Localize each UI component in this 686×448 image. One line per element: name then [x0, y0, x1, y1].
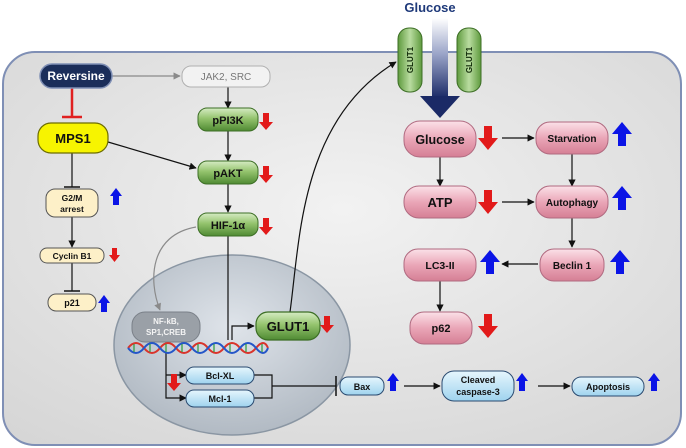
node-apoptosis: Apoptosis — [571, 376, 645, 397]
glut1-transporter-right: GLUT1 — [456, 27, 482, 93]
node-autophagy: Autophagy — [535, 185, 609, 219]
edge-hif1a-nfkb — [153, 226, 197, 311]
up-arrow-icon — [110, 188, 122, 205]
autophagy-label: Autophagy — [546, 198, 599, 209]
ppi3k-label: pPI3K — [212, 115, 243, 127]
node-beclin1: Beclin 1 — [539, 248, 605, 282]
pakt-label: pAKT — [213, 168, 243, 180]
down-arrow-icon — [478, 314, 498, 338]
down-arrow-icon — [320, 316, 334, 333]
up-arrow-icon — [612, 186, 632, 210]
node-p21: p21 — [47, 293, 97, 312]
node-hif1a: HIF-1α — [197, 212, 259, 237]
bcl-xl-label: Bcl-XL — [206, 371, 235, 381]
g2m-label-line1: G2/M — [62, 193, 83, 203]
node-bcl-xl: Bcl-XL — [185, 366, 255, 385]
up-arrow-icon — [612, 122, 632, 146]
node-cyclin-b1: Cyclin B1 — [39, 247, 105, 264]
g2m-label-line2: arrest — [60, 204, 84, 214]
node-bax: Bax — [339, 376, 385, 396]
node-g2m-arrest: G2/M arrest — [45, 188, 99, 218]
node-mps1: MPS1 — [37, 122, 109, 154]
down-arrow-icon — [478, 126, 498, 150]
dna-helix — [127, 342, 269, 354]
mps1-label: MPS1 — [55, 131, 90, 146]
nfkb-label-line2: SP1,CREB — [146, 328, 186, 337]
jak2-src-label: JAK2, SRC — [201, 72, 252, 83]
bax-label: Bax — [354, 382, 371, 392]
up-arrow-icon — [480, 250, 500, 274]
apoptosis-label: Apoptosis — [586, 382, 630, 392]
hif1a-label: HIF-1α — [211, 220, 246, 232]
up-arrow-icon — [516, 373, 528, 391]
node-glut1-nucleus: GLUT1 — [255, 311, 321, 341]
cyclin-b1-label: Cyclin B1 — [53, 251, 92, 261]
up-arrow-icon — [387, 373, 399, 391]
mcl1-label: Mcl-1 — [208, 394, 231, 404]
reversine-label: Reversine — [47, 69, 105, 83]
node-starvation: Starvation — [535, 121, 609, 155]
beclin1-label: Beclin 1 — [553, 261, 592, 272]
node-atp: ATP — [403, 185, 477, 219]
node-nfkb-sp1-creb: NF-kB, SP1,CREB — [131, 311, 201, 343]
edge-glut1-membrane — [289, 61, 397, 313]
glucose-influx-shaft — [432, 18, 448, 98]
node-ppi3k: pPI3K — [197, 107, 259, 132]
node-mcl1: Mcl-1 — [185, 389, 255, 408]
nfkb-label-line1: NF-kB, — [153, 317, 179, 326]
atp-label: ATP — [427, 195, 452, 210]
p21-label: p21 — [64, 298, 80, 308]
down-arrow-icon — [109, 248, 120, 262]
glut1-transporter-left-label: GLUT1 — [406, 46, 415, 73]
glut1-transporter-right-label: GLUT1 — [465, 46, 474, 73]
down-arrow-icon — [167, 374, 181, 391]
p62-label: p62 — [432, 323, 451, 335]
node-jak2-src: JAK2, SRC — [181, 65, 271, 88]
glucose-inner-label: Glucose — [415, 133, 464, 147]
node-reversine: Reversine — [39, 63, 113, 89]
edge-mps1-pakt — [107, 141, 197, 170]
glut1-transporter-left: GLUT1 — [397, 27, 423, 93]
down-arrow-icon — [259, 113, 273, 130]
down-arrow-icon — [478, 190, 498, 214]
up-arrow-icon — [98, 295, 110, 312]
down-arrow-icon — [259, 218, 273, 235]
cleaved-label-line2: caspase-3 — [456, 387, 500, 397]
node-lc3ii: LC3-II — [403, 248, 477, 282]
edge-dna-glut1 — [231, 322, 255, 340]
edge-dna-mcl1 — [165, 352, 187, 402]
up-arrow-icon — [610, 250, 630, 274]
node-glucose-inner: Glucose — [403, 120, 477, 158]
cleaved-label-line1: Cleaved — [461, 375, 496, 385]
node-p62: p62 — [409, 311, 473, 345]
node-cleaved-caspase3: Cleaved caspase-3 — [441, 370, 515, 402]
glucose-title: Glucose — [404, 0, 455, 15]
node-pakt: pAKT — [197, 160, 259, 185]
lc3ii-label: LC3-II — [425, 260, 454, 272]
up-arrow-icon — [648, 373, 660, 391]
glucose-influx-arrowhead — [420, 96, 460, 118]
starvation-label: Starvation — [548, 134, 597, 145]
glut1-nucleus-label: GLUT1 — [267, 319, 310, 334]
down-arrow-icon — [259, 166, 273, 183]
